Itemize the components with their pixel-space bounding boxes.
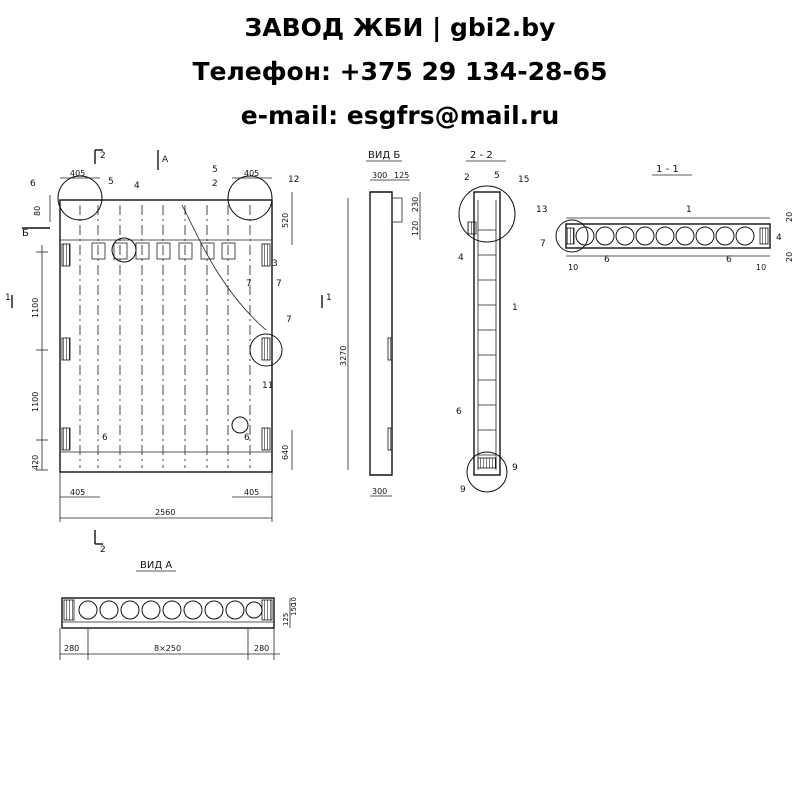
callout-7-a: 7 <box>246 279 252 289</box>
section-22-callout-15: 15 <box>518 175 529 185</box>
section-22-title: 2 - 2 <box>470 150 493 161</box>
dim-1100-b: 1100 <box>31 392 40 412</box>
section-22-callout-6: 6 <box>456 407 462 417</box>
section-22-callout-9-a: 9 <box>512 463 518 473</box>
section-11-dim-20-b: 20 <box>785 252 794 262</box>
dim-640: 640 <box>281 445 290 460</box>
callout-6-top: 6 <box>30 179 36 189</box>
section-22-callout-5: 5 <box>494 171 500 181</box>
detail-circle-7 <box>249 333 283 367</box>
view-b: ВИД Б 300 125 3270 300 230 120 <box>339 150 421 497</box>
view-a-dim-right: 280 <box>254 644 269 653</box>
view-b-dim-3270: 3270 <box>339 346 348 366</box>
section-11-callout-1: 1 <box>686 205 692 215</box>
section-2-2: 2 - 2 2 5 15 4 1 6 9 9 <box>456 150 529 495</box>
view-a-arrow-label: A <box>162 155 169 165</box>
view-a-slab <box>61 597 275 629</box>
break-line <box>181 204 267 331</box>
section-11-detail <box>555 219 589 253</box>
main-elevation: 405 405 520 80 1100 1100 420 640 405 405… <box>5 149 332 555</box>
section-1-left-label: 1 <box>5 293 11 303</box>
side-embeds <box>61 243 271 451</box>
callout-4-top: 4 <box>134 181 140 191</box>
detail-circle-4 <box>111 237 137 263</box>
view-a-dim-vert-10: 10 <box>290 597 298 606</box>
section-11-callout-7: 7 <box>540 239 546 249</box>
section-11-dim-20-a: 20 <box>785 212 794 222</box>
callout-3: 3 <box>272 259 278 269</box>
company-title: ЗАВОД ЖБИ | gbi2.by <box>244 13 556 42</box>
detail-circle-top-right <box>227 175 273 221</box>
dim-520: 520 <box>281 213 290 228</box>
section-22-body <box>473 191 501 476</box>
section-2-bottom-label: 2 <box>100 545 106 555</box>
view-b-dim-120: 120 <box>411 221 420 236</box>
section-1-right-label: 1 <box>326 293 332 303</box>
section-22-callout-4: 4 <box>458 253 464 263</box>
section-11-title: 1 - 1 <box>656 164 679 175</box>
callout-6-right: 6 <box>244 433 250 443</box>
view-b-title: ВИД Б <box>368 150 400 161</box>
email-line: e-mail: esgfrs@mail.ru <box>240 101 560 130</box>
section-11-callout-13: 13 <box>536 205 547 215</box>
view-b-dim-230: 230 <box>411 197 420 212</box>
section-11-callout-6-a: 6 <box>604 255 610 265</box>
view-a-dim-middle: 8×250 <box>154 644 181 653</box>
phone-line: Телефон: +375 29 134-28-65 <box>192 57 608 86</box>
dim-top-left: 405 <box>70 169 85 178</box>
section-11-dim-10-a: 10 <box>568 263 578 272</box>
view-b-dim-125: 125 <box>394 171 409 180</box>
top-pockets <box>91 242 236 260</box>
dim-420: 420 <box>31 455 40 470</box>
section-22-callout-2: 2 <box>464 173 470 183</box>
section-11-callout-4: 4 <box>776 233 782 243</box>
view-a-dim-left: 280 <box>64 644 79 653</box>
dim-bottom-left: 405 <box>70 488 85 497</box>
dim-bottom-right: 405 <box>244 488 259 497</box>
callout-11: 11 <box>262 381 273 391</box>
void-lines <box>79 205 251 468</box>
view-b-arrow-label: Б <box>22 228 29 239</box>
dim-1100-a: 1100 <box>31 298 40 318</box>
section-11-dim-10-b: 10 <box>756 263 766 272</box>
view-a-dim-vert-150: 150 <box>290 603 298 616</box>
detail-circle-top-left <box>57 175 103 221</box>
dim-top-right: 405 <box>244 169 259 178</box>
section-22-callout-1: 1 <box>512 303 518 313</box>
dimension-lines <box>36 177 293 522</box>
view-b-dim-300-bottom: 300 <box>372 487 387 496</box>
detail-circle-11 <box>231 416 249 434</box>
dim-80: 80 <box>33 206 42 216</box>
section-2-top-label: 2 <box>100 151 106 161</box>
section-11-voids <box>575 226 755 246</box>
view-b-profile <box>369 191 393 476</box>
callout-5-right: 5 <box>212 165 218 175</box>
view-b-dim-300-top: 300 <box>372 171 387 180</box>
header-block: ЗАВОД ЖБИ | gbi2.by Телефон: +375 29 134… <box>0 6 800 138</box>
callout-7-c: 7 <box>286 315 292 325</box>
callout-7-b: 7 <box>276 279 282 289</box>
view-a-voids <box>78 600 263 620</box>
callout-5-left: 5 <box>108 177 114 187</box>
section-22-rungs <box>478 229 496 456</box>
section-11-callout-6-b: 6 <box>726 255 732 265</box>
section-22-callout-9-b: 9 <box>460 485 466 495</box>
callout-2-right: 2 <box>212 179 218 189</box>
view-a: ВИД А 280 8×250 280 125 150 10 <box>59 560 298 660</box>
view-a-dim-vert-125: 125 <box>282 613 290 626</box>
callout-12: 12 <box>288 175 299 185</box>
callout-6-mid: 6 <box>102 433 108 443</box>
dim-width-2560: 2560 <box>155 508 175 517</box>
section-markers <box>11 149 323 545</box>
section-1-1: 1 - 1 1 13 7 6 6 4 10 10 20 20 <box>536 164 794 272</box>
section-22-detail-top <box>458 185 516 243</box>
view-a-title: ВИД А <box>140 560 172 571</box>
section-22-detail-bottom <box>466 451 508 493</box>
panel-outline <box>59 199 273 473</box>
